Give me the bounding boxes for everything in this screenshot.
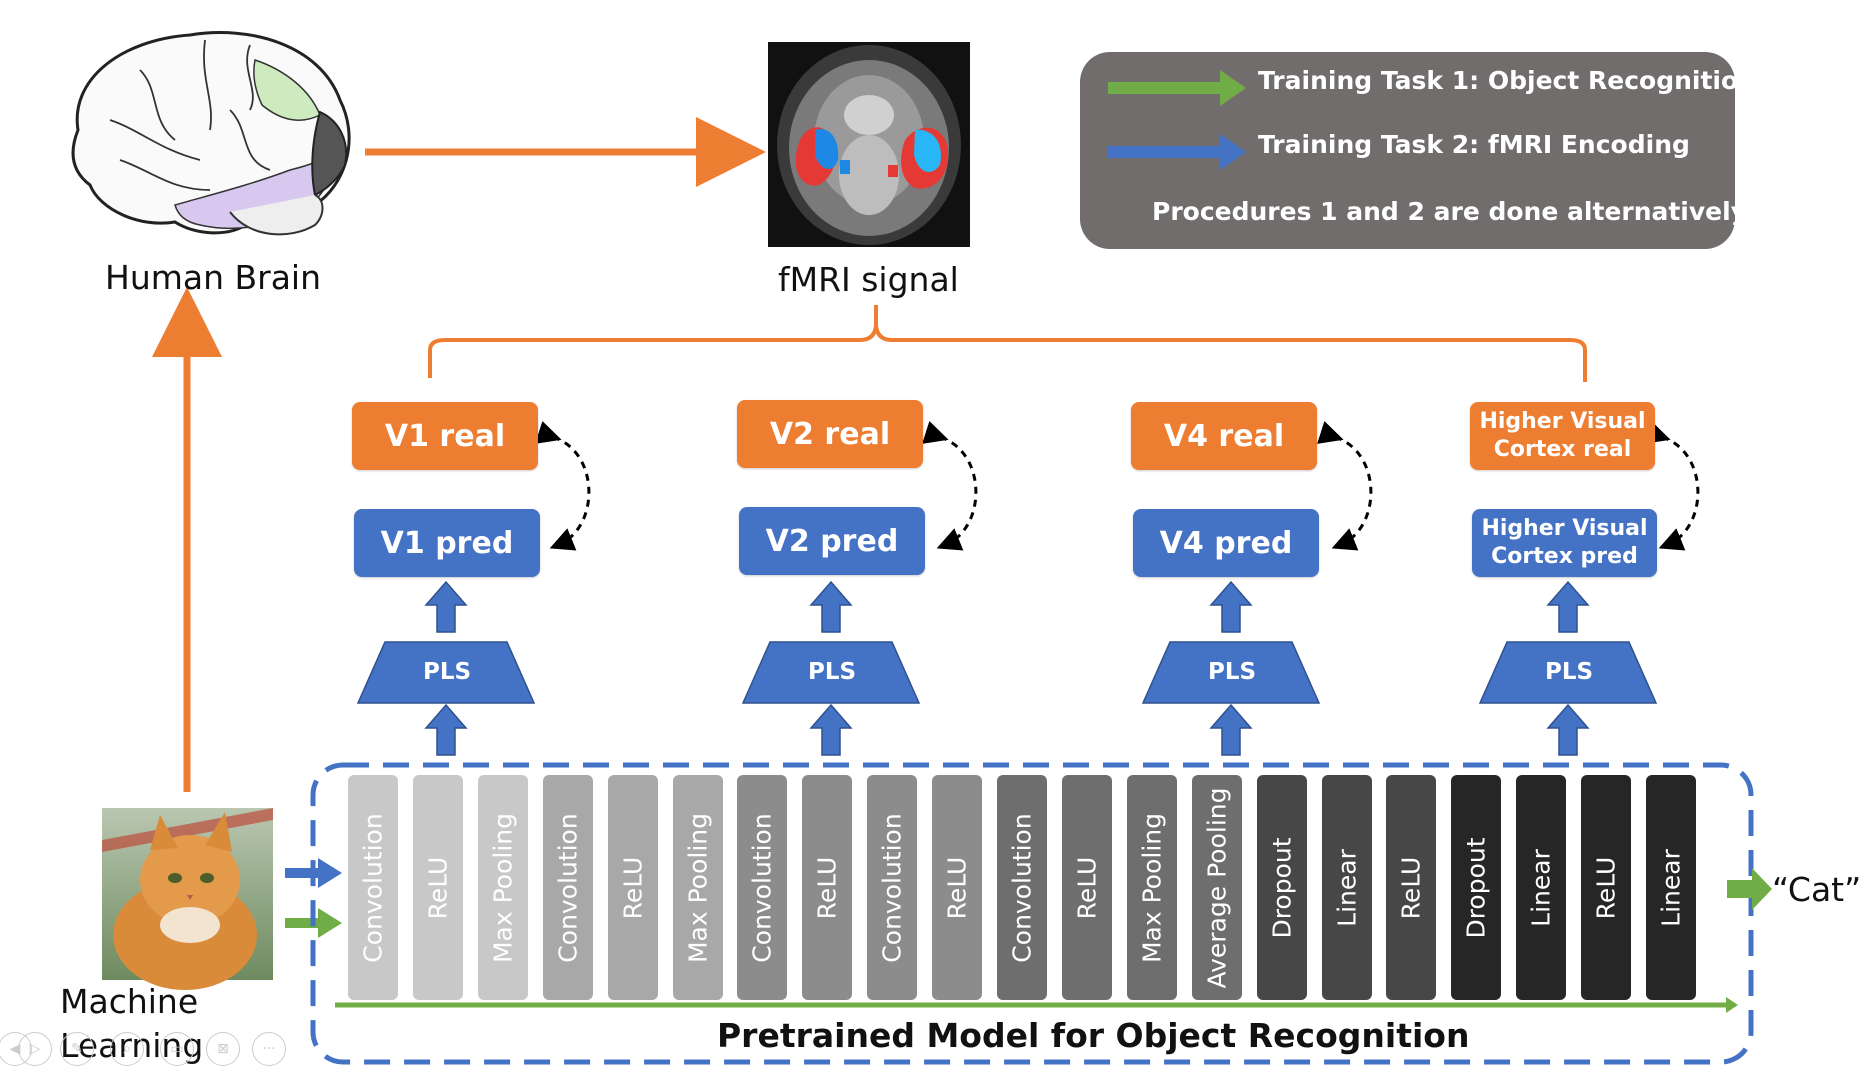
output-arrow: [1727, 868, 1772, 910]
layer-label: Linear: [1332, 848, 1361, 927]
pls-label-2: PLS: [808, 659, 857, 685]
layer-4: Convolution: [542, 775, 593, 1000]
layer-8: ReLU: [802, 775, 853, 1000]
layer-label: Average Pooling: [1202, 787, 1232, 988]
pls-label-1: PLS: [423, 659, 472, 685]
layer-label: ReLU: [618, 856, 648, 919]
pls-trapezoid-1: [356, 641, 536, 704]
layer-9: Convolution: [867, 775, 918, 1000]
layer-label: Linear: [1526, 848, 1556, 927]
compare-arrow-v4: [1317, 420, 1373, 551]
compare-arrow-v2: [922, 420, 978, 551]
layer-1: Convolution: [348, 775, 398, 1000]
layer-label: Convolution: [877, 812, 907, 963]
layer-7: Convolution: [737, 775, 788, 1000]
fmri-signal-label: fMRI signal: [778, 260, 959, 299]
model-boundary: [310, 762, 1754, 1065]
legend-task1: Training Task 1: Object Recognition: [1258, 66, 1756, 95]
layer-label: Max Pooling: [683, 812, 712, 963]
layer-14: Average Pooling: [1191, 775, 1242, 1000]
slide-camera-icon[interactable]: ⊠: [206, 1032, 240, 1066]
v4-pred-box: V4 pred: [1133, 509, 1319, 577]
layer-label: Linear: [1656, 848, 1686, 927]
layer-6: Max Pooling: [672, 775, 723, 1000]
layer-label: ReLU: [1591, 856, 1621, 919]
legend-box: Training Task 1: Object Recognition Trai…: [1080, 52, 1756, 249]
model-title: Pretrained Model for Object Recognition: [717, 1016, 1470, 1055]
layer-label: Max Pooling: [488, 812, 518, 963]
layer-3: Max Pooling: [477, 775, 528, 1000]
slide-pen-icon[interactable]: ✎: [60, 1032, 94, 1066]
layer-label: ReLU: [1072, 856, 1102, 919]
pls-label-4: PLS: [1545, 659, 1594, 685]
human-brain-label: Human Brain: [105, 258, 322, 297]
slide-play-icon[interactable]: ▷: [18, 1032, 52, 1066]
legend-blue-arrow-icon: [1108, 134, 1246, 170]
v4-real-box: V4 real: [1131, 402, 1317, 470]
layer-label: ReLU: [423, 856, 453, 919]
layer-12: ReLU: [1061, 775, 1112, 1000]
layer-label: Max Pooling: [1137, 812, 1167, 963]
v1-pred-box: V1 pred: [354, 509, 540, 577]
layer-16: Linear: [1321, 775, 1372, 1000]
layer-17: ReLU: [1386, 775, 1437, 1000]
layer-15: Dropout: [1256, 775, 1307, 1000]
layer-21: Linear: [1646, 775, 1696, 1000]
fmri-scan-image: [768, 42, 970, 247]
legend-task2: Training Task 2: fMRI Encoding: [1258, 130, 1690, 159]
legend-note: Procedures 1 and 2 are done alternativel…: [1152, 197, 1747, 226]
cat-output-label: “Cat”: [1772, 870, 1861, 909]
layer-label: Convolution: [1007, 812, 1037, 963]
v2-real-box: V2 real: [737, 400, 923, 468]
v2-pred-box: V2 pred: [739, 507, 925, 575]
layer-11: Convolution: [997, 775, 1047, 1000]
pls-trapezoid-2: [741, 641, 921, 704]
layer-label: Convolution: [358, 812, 388, 963]
layer-2: ReLU: [412, 775, 463, 1000]
upward-arrows: [424, 580, 1590, 756]
fmri-bracket: [428, 305, 1587, 382]
layer-5: ReLU: [607, 775, 658, 1000]
layer-20: ReLU: [1581, 775, 1632, 1000]
pls-trapezoid-3: [1141, 641, 1321, 704]
layer-19: Linear: [1516, 775, 1567, 1000]
layer-label: Convolution: [553, 812, 583, 963]
pls-trapezoid-4: [1478, 641, 1658, 704]
v1-real-box: V1 real: [352, 402, 538, 470]
layer-label: Dropout: [1267, 836, 1297, 939]
slide-view-icon[interactable]: ▭: [160, 1032, 194, 1066]
legend-green-arrow-icon: [1108, 70, 1246, 106]
layer-label: Convolution: [747, 812, 777, 963]
slide-zoom-icon[interactable]: ⌕: [110, 1032, 144, 1066]
compare-arrow-v1: [535, 420, 591, 551]
layer-10: ReLU: [932, 775, 983, 1000]
layer-label: ReLU: [942, 856, 972, 919]
layer-label: Dropout: [1461, 836, 1491, 939]
layer-label: ReLU: [1396, 856, 1426, 919]
slide-more-icon[interactable]: ···: [252, 1032, 286, 1066]
layer-18: Dropout: [1451, 775, 1502, 1000]
compare-arrow-higher: [1644, 420, 1700, 551]
layer-label: ReLU: [812, 856, 842, 919]
brain-illustration: [71, 31, 351, 236]
cat-photo: [102, 808, 273, 990]
pls-label-3: PLS: [1208, 659, 1257, 685]
layer-13: Max Pooling: [1126, 775, 1177, 1000]
